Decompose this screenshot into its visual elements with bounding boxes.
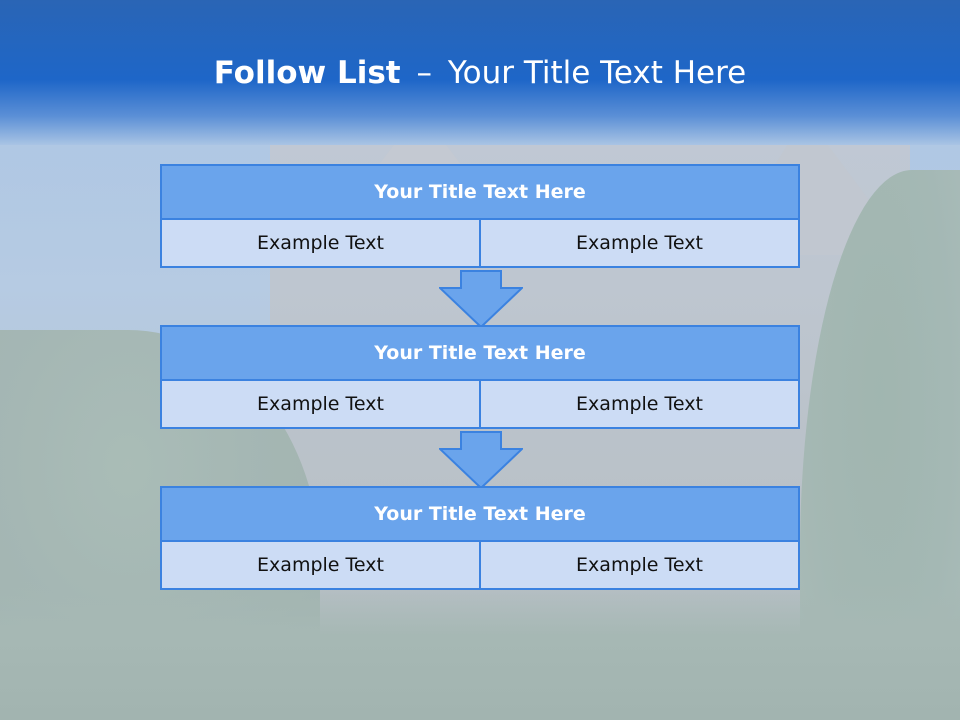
title-banner bbox=[0, 0, 960, 145]
step-cell-right: Example Text bbox=[479, 218, 800, 268]
step-heading: Your Title Text Here bbox=[160, 486, 800, 542]
title-bold: Follow List bbox=[213, 55, 401, 91]
step-cell-left: Example Text bbox=[160, 379, 481, 429]
step-cell-right: Example Text bbox=[479, 540, 800, 590]
down-arrow-icon bbox=[439, 270, 523, 328]
step-row: Example Text Example Text bbox=[160, 379, 800, 429]
step-heading: Your Title Text Here bbox=[160, 325, 800, 381]
step-block-2: Your Title Text Here Example Text Exampl… bbox=[160, 325, 800, 429]
title-dash: – bbox=[416, 55, 432, 91]
step-cell-left: Example Text bbox=[160, 218, 481, 268]
slide-title: Follow List – Your Title Text Here bbox=[0, 55, 960, 91]
step-block-1: Your Title Text Here Example Text Exampl… bbox=[160, 164, 800, 268]
step-row: Example Text Example Text bbox=[160, 218, 800, 268]
trees-bottom-shape bbox=[0, 580, 960, 720]
title-rest: Your Title Text Here bbox=[447, 55, 747, 91]
step-cell-left: Example Text bbox=[160, 540, 481, 590]
step-heading: Your Title Text Here bbox=[160, 164, 800, 220]
step-row: Example Text Example Text bbox=[160, 540, 800, 590]
step-cell-right: Example Text bbox=[479, 379, 800, 429]
step-block-3: Your Title Text Here Example Text Exampl… bbox=[160, 486, 800, 590]
down-arrow-icon bbox=[439, 431, 523, 489]
